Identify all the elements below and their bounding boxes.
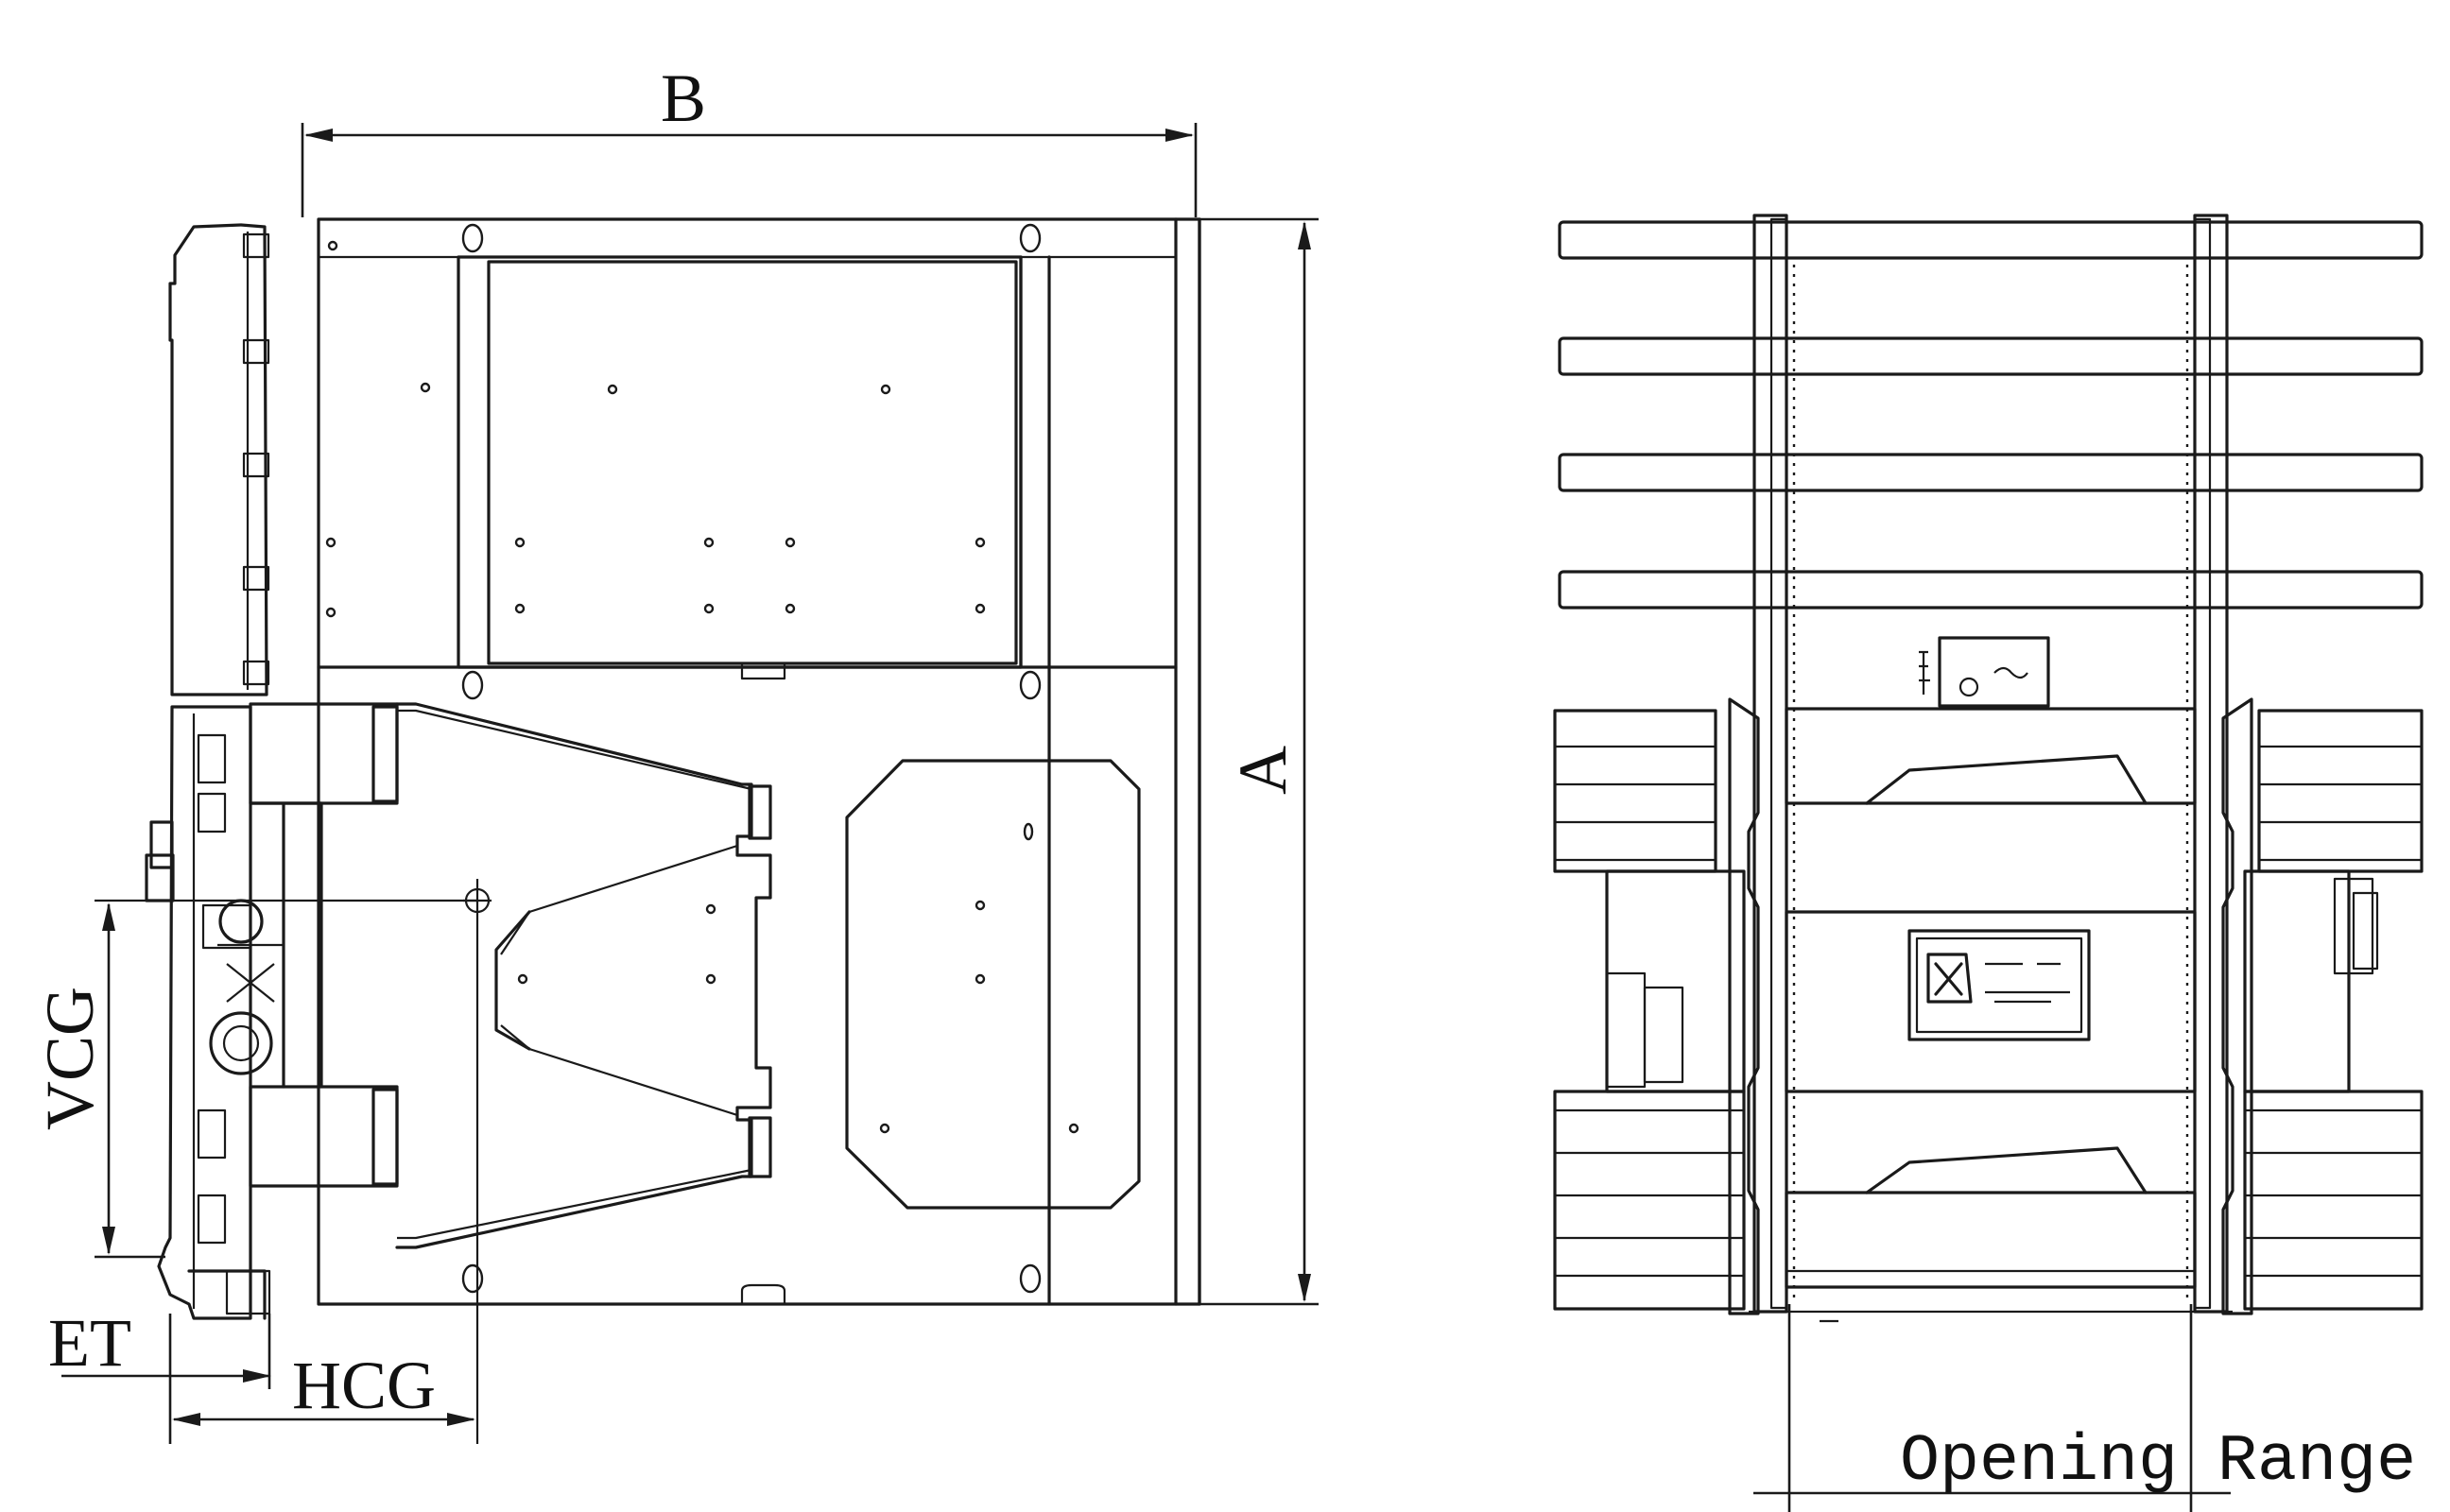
- clamp-arm-stepped-lower: [500, 1024, 738, 1117]
- arm-tip-upper: [748, 784, 772, 840]
- lower-bottom-notch: [740, 1283, 786, 1304]
- dim-a-label: A: [1225, 746, 1301, 795]
- left-rail-inner: [1769, 217, 1788, 1310]
- carriage-slot-2: [242, 338, 270, 365]
- dim-a-arrow-top: [1298, 221, 1311, 249]
- dim-b-arrow-left: [304, 129, 333, 142]
- dim-b-label: B: [661, 60, 706, 136]
- dim-vcg-arrow-bottom: [102, 1227, 115, 1255]
- hydraulic-swivel-outer: [209, 1011, 273, 1075]
- right-rail-inner: [2193, 217, 2212, 1310]
- access-plate: [845, 759, 1141, 1210]
- inner-frame-bottom: [1785, 1191, 2197, 1289]
- dim-hcg-label: HCG: [292, 1348, 436, 1423]
- dim-vcg-label: VCG: [32, 987, 108, 1130]
- main-body-right-flange: [1174, 217, 1201, 1306]
- arm-hole-2: [705, 903, 716, 915]
- carriage-slot-1: [242, 232, 270, 259]
- bolt-symbols: [461, 223, 1042, 1294]
- inner-wave-upper: [1865, 754, 2148, 805]
- upper-hook-inner: [371, 705, 399, 803]
- carriage-slot-4: [242, 565, 270, 592]
- lower-hook-block: [249, 1085, 399, 1188]
- arm-hole-1: [517, 973, 528, 985]
- hydraulic-lines: [217, 943, 284, 1003]
- hook-clip-1: [197, 733, 227, 784]
- right-side-plate: [2221, 697, 2253, 1315]
- carriage-back-plate: [168, 223, 268, 696]
- dim-b-arrow-right: [1165, 129, 1194, 142]
- upper-label-marks: [1919, 650, 2028, 695]
- dim-opening-label: Opening Range: [1900, 1425, 2416, 1500]
- hydraulic-fitting-upper: [218, 899, 264, 944]
- inner-frame-top: [1785, 707, 2197, 805]
- dim-hcg-arrow-left: [172, 1413, 200, 1426]
- inner-frame-bars: [1786, 801, 2195, 1273]
- carriage-bars: [1558, 220, 2424, 610]
- carriage-slot-5: [242, 660, 270, 686]
- front-view: Opening Range: [1553, 214, 2424, 1512]
- clamp-arm-upper-edge: [397, 709, 752, 791]
- nameplate-logo: [1926, 953, 1973, 1004]
- inner-bottom-edge: [1749, 1310, 2233, 1323]
- left-arm-block: [1553, 709, 1746, 1311]
- upper-panel-right-rib: [1019, 255, 1051, 1306]
- inner-wave-lower: [1865, 1146, 2148, 1194]
- hook-clip-4: [197, 1108, 227, 1160]
- clamp-arm-inner-profile: [494, 910, 531, 1051]
- dim-vcg-arrow-top: [102, 902, 115, 931]
- upper-panel-frame: [457, 255, 1023, 669]
- hook-side-tab: [149, 820, 174, 869]
- clamp-arm-lower-edge: [397, 1168, 752, 1240]
- left-side-plate: [1728, 697, 1760, 1315]
- dim-a-arrow-bottom: [1298, 1274, 1311, 1302]
- arm-tip-lower: [748, 1116, 772, 1178]
- dim-hcg-arrow-right: [447, 1413, 475, 1426]
- right-arm-block: [2243, 709, 2424, 1311]
- upper-panel-holes: [325, 240, 986, 618]
- arm-hole-3: [705, 973, 716, 985]
- upper-panel-notch: [740, 663, 786, 680]
- upper-hook-block: [249, 702, 399, 805]
- upper-label-hole: [1958, 677, 1979, 697]
- dim-et-arrow-right: [243, 1369, 271, 1383]
- hook-clip-5: [197, 1194, 227, 1245]
- side-view: B A VCG ET HCG: [32, 60, 1319, 1444]
- clamp-arm-stepped-upper: [500, 844, 738, 955]
- clamp-arm-upper: [395, 702, 772, 1249]
- dim-et-label: ET: [48, 1305, 131, 1381]
- access-plate-holes: [879, 822, 1079, 1134]
- center-nameplate: [1907, 929, 2091, 1041]
- lower-hook-inner: [371, 1088, 399, 1186]
- carriage-slot-3: [242, 452, 270, 478]
- upper-panel-inner: [487, 260, 1018, 665]
- upper-label-plate: [1938, 636, 2050, 708]
- center-nameplate-inner: [1915, 936, 2083, 1034]
- nameplate-text-marks: [1985, 962, 2070, 1004]
- hook-bottom-pad: [225, 1269, 271, 1315]
- hydraulic-swivel-inner: [222, 1024, 260, 1062]
- hook-clip-2: [197, 792, 227, 833]
